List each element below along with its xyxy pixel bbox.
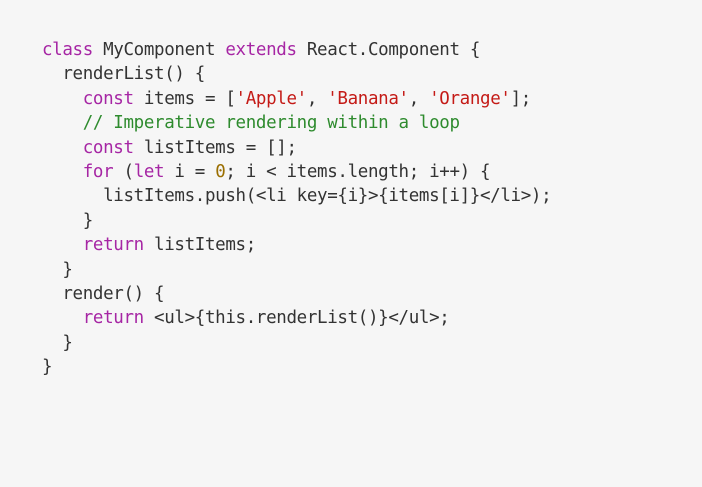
code-token: 'Banana'	[327, 88, 409, 109]
code-token: ,	[306, 88, 328, 109]
code-token: ,	[408, 88, 430, 109]
code-line: renderList() {	[42, 62, 702, 86]
code-token: items = [	[133, 88, 236, 109]
code-token: <ul>{this.renderList()}</ul>;	[143, 308, 450, 329]
code-token	[42, 308, 83, 328]
code-token: 'Orange'	[429, 88, 511, 109]
code-token: return	[82, 235, 144, 256]
code-token: }	[42, 332, 73, 353]
code-token: React.Component {	[296, 40, 481, 60]
code-token: ];	[510, 88, 532, 109]
code-comment: // Imperative rendering within a loop	[82, 113, 460, 134]
code-token: i =	[164, 161, 216, 182]
code-token: for	[82, 161, 114, 182]
code-token: }	[42, 357, 53, 378]
code-line: const items = ['Apple', 'Banana', 'Orang…	[42, 87, 702, 111]
code-line: }	[42, 331, 702, 355]
code-line: return <ul>{this.renderList()}</ul>;	[42, 306, 702, 330]
code-token: }	[42, 259, 73, 280]
code-token	[42, 138, 83, 158]
code-token: const	[82, 137, 134, 158]
code-token: }	[42, 210, 94, 231]
code-token: 'Apple'	[235, 88, 308, 109]
code-token: listItems.push(<li key={i}>{items[i]}</l…	[42, 186, 552, 207]
code-line: }	[42, 355, 702, 379]
code-token	[42, 235, 83, 255]
code-token: class	[42, 40, 93, 60]
code-token: renderList() {	[42, 64, 205, 85]
code-token	[42, 89, 83, 109]
code-line: render() {	[42, 282, 702, 306]
code-token: 0	[215, 161, 226, 182]
code-token: listItems;	[143, 235, 256, 256]
code-token	[42, 113, 83, 133]
code-token: const	[82, 88, 134, 109]
code-line: class MyComponent extends React.Componen…	[42, 38, 702, 62]
code-line: // Imperative rendering within a loop	[42, 111, 702, 135]
code-token: return	[82, 308, 144, 329]
code-line: const listItems = [];	[42, 136, 702, 160]
code-line: for (let i = 0; i < items.length; i++) {	[42, 160, 702, 184]
code-token	[42, 162, 83, 182]
code-token: (	[113, 161, 134, 182]
code-token: render() {	[42, 283, 165, 304]
code-token: MyComponent	[92, 40, 226, 60]
code-line: return listItems;	[42, 233, 702, 257]
code-line: }	[42, 209, 702, 233]
code-line: listItems.push(<li key={i}>{items[i]}</l…	[42, 184, 702, 208]
code-token: extends	[225, 40, 297, 60]
code-token: listItems = [];	[133, 137, 297, 158]
code-line: }	[42, 258, 702, 282]
code-token: ; i < items.length; i++) {	[225, 161, 491, 182]
code-token: let	[133, 161, 165, 182]
